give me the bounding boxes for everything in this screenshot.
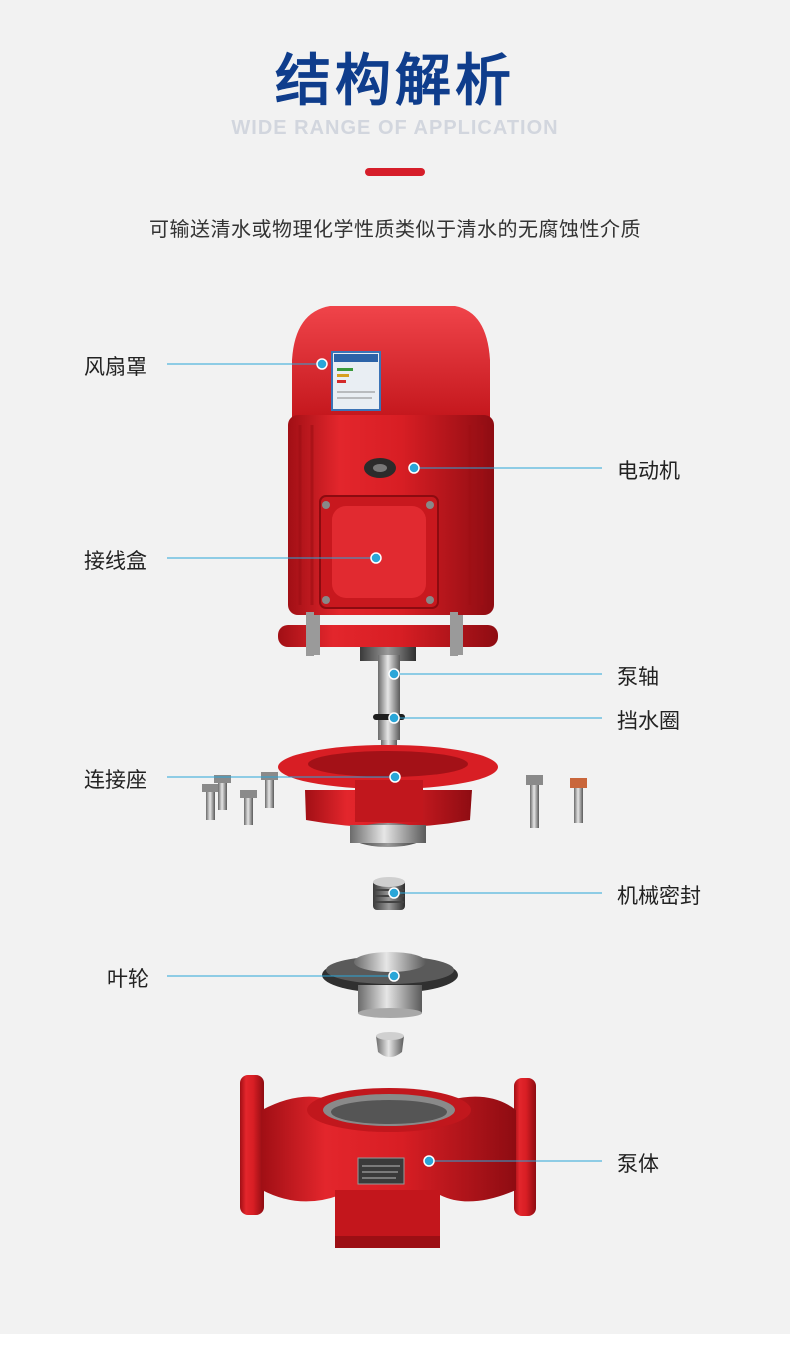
footer-strip (0, 1334, 790, 1366)
callout-dot-icon (389, 771, 401, 783)
bolts-group (202, 772, 587, 828)
impeller-assembly (322, 952, 458, 1057)
motor-flange-shape (278, 625, 498, 647)
label-water-ring: 挡水圈 (617, 709, 680, 733)
callout-dot-icon (408, 462, 420, 474)
pump-shaft-shape (378, 655, 400, 740)
callout-dot-icon (423, 1155, 435, 1167)
callout-dot-icon (316, 358, 328, 370)
bolt-icon (261, 772, 278, 808)
connecting-seat-assembly (278, 745, 498, 847)
impeller-nut-icon (376, 1036, 404, 1057)
page-title: 结构解析 (275, 49, 515, 114)
callout-lines (167, 363, 602, 1162)
bolt-icon (202, 784, 219, 820)
callout-dots (316, 358, 435, 1167)
bolt-icon (240, 790, 257, 825)
description-text: 可输送清水或物理化学性质类似于清水的无腐蚀性介质 (149, 217, 641, 241)
bolt-icon (526, 775, 543, 828)
label-pump-shaft: 泵轴 (617, 665, 659, 689)
label-connecting-seat: 连接座 (84, 768, 147, 792)
label-fan-cover: 风扇罩 (84, 355, 147, 379)
callout-dot-icon (388, 887, 400, 899)
body-plate-icon (357, 1157, 405, 1185)
accent-bar (365, 168, 425, 176)
motor-assembly (278, 306, 498, 661)
bolt-icon (570, 778, 587, 823)
bolt-icon (214, 775, 231, 810)
label-junction-box: 接线盒 (84, 549, 147, 573)
callout-dot-icon (370, 552, 382, 564)
callout-dot-icon (388, 668, 400, 680)
label-mechanical-seal: 机械密封 (617, 884, 701, 908)
label-motor: 电动机 (617, 459, 680, 483)
callout-dot-icon (388, 712, 400, 724)
pump-body-assembly (240, 1075, 536, 1248)
pump-shaft-assembly (373, 655, 405, 752)
page-subtitle: WIDE RANGE OF APPLICATION (231, 117, 559, 139)
callout-dot-icon (388, 970, 400, 982)
label-pump-body: 泵体 (617, 1152, 659, 1176)
label-impeller: 叶轮 (107, 967, 149, 991)
